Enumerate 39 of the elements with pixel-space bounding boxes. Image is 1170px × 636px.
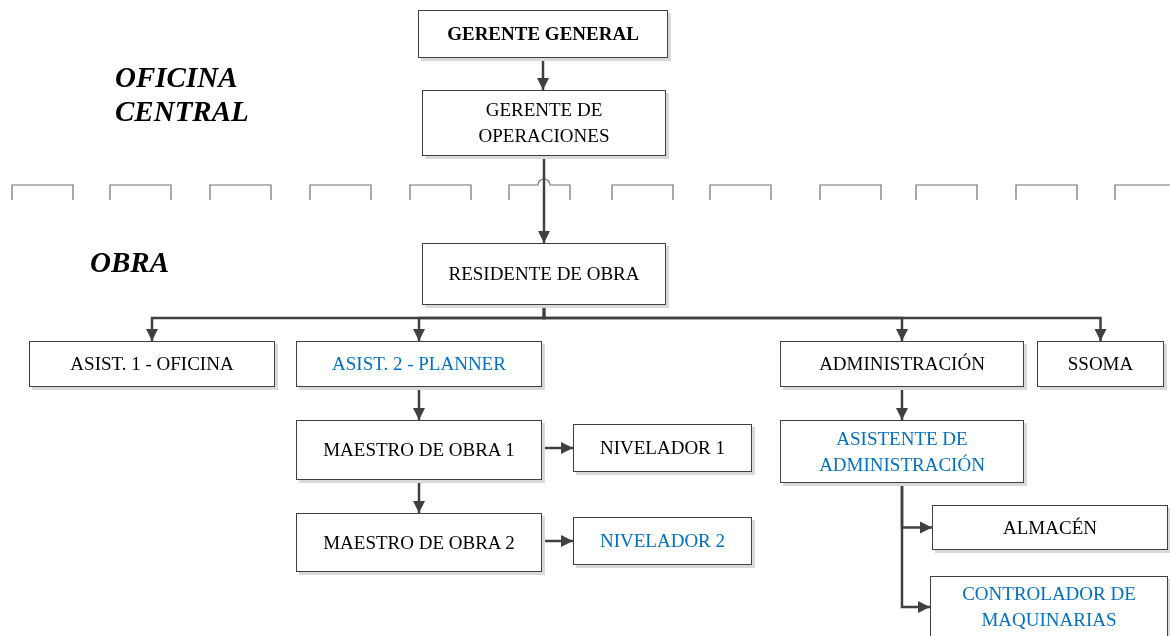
role-box (573, 517, 752, 565)
role-title: MAESTRO DE OBRA 2 (323, 530, 515, 555)
role-box (422, 90, 666, 156)
role-box (780, 341, 1024, 387)
role-title: ASIST. 2 - PLANNER (332, 352, 506, 376)
role-title: CONTROLADOR DE MAQUINARIAS (961, 582, 1137, 632)
role-title: RESIDENTE DE OBRA (448, 262, 640, 286)
role-title: GERENTE GENERAL (447, 22, 639, 46)
role-title: NIVELADOR 2 (599, 529, 726, 553)
role-box (296, 341, 542, 387)
role-box (930, 576, 1168, 636)
role-box (780, 420, 1024, 483)
role-title: GERENTE DE OPERACIONES (477, 98, 611, 148)
role-box (418, 10, 668, 58)
arrow (412, 480, 426, 513)
role-box (296, 513, 542, 572)
section-label: OBRA (90, 245, 170, 279)
arrow (895, 387, 909, 420)
arrow (542, 534, 573, 548)
role-title: ADMINISTRACIÓN (819, 352, 985, 376)
role-title: NIVELADOR 1 (599, 436, 726, 460)
arrow (542, 305, 1107, 341)
role-box (29, 341, 275, 387)
arrow (537, 156, 551, 243)
role-title: ASIST. 1 - OFICINA (70, 352, 234, 376)
role-box (422, 243, 666, 305)
arrow (536, 58, 550, 90)
arrow (900, 483, 930, 614)
arrow (542, 441, 573, 455)
role-box (932, 505, 1168, 550)
role-title: SSOMA (1067, 352, 1134, 376)
role-box (1037, 341, 1164, 387)
role-title: MAESTRO DE OBRA 1 (323, 438, 515, 462)
arrow (412, 387, 426, 420)
role-box (573, 424, 752, 472)
role-box (296, 420, 542, 480)
role-title: ALMACÉN (1003, 515, 1097, 540)
section-label: OFICINA CENTRAL (115, 60, 250, 128)
role-title: ASISTENTE DE ADMINISTRACIÓN (818, 426, 986, 477)
